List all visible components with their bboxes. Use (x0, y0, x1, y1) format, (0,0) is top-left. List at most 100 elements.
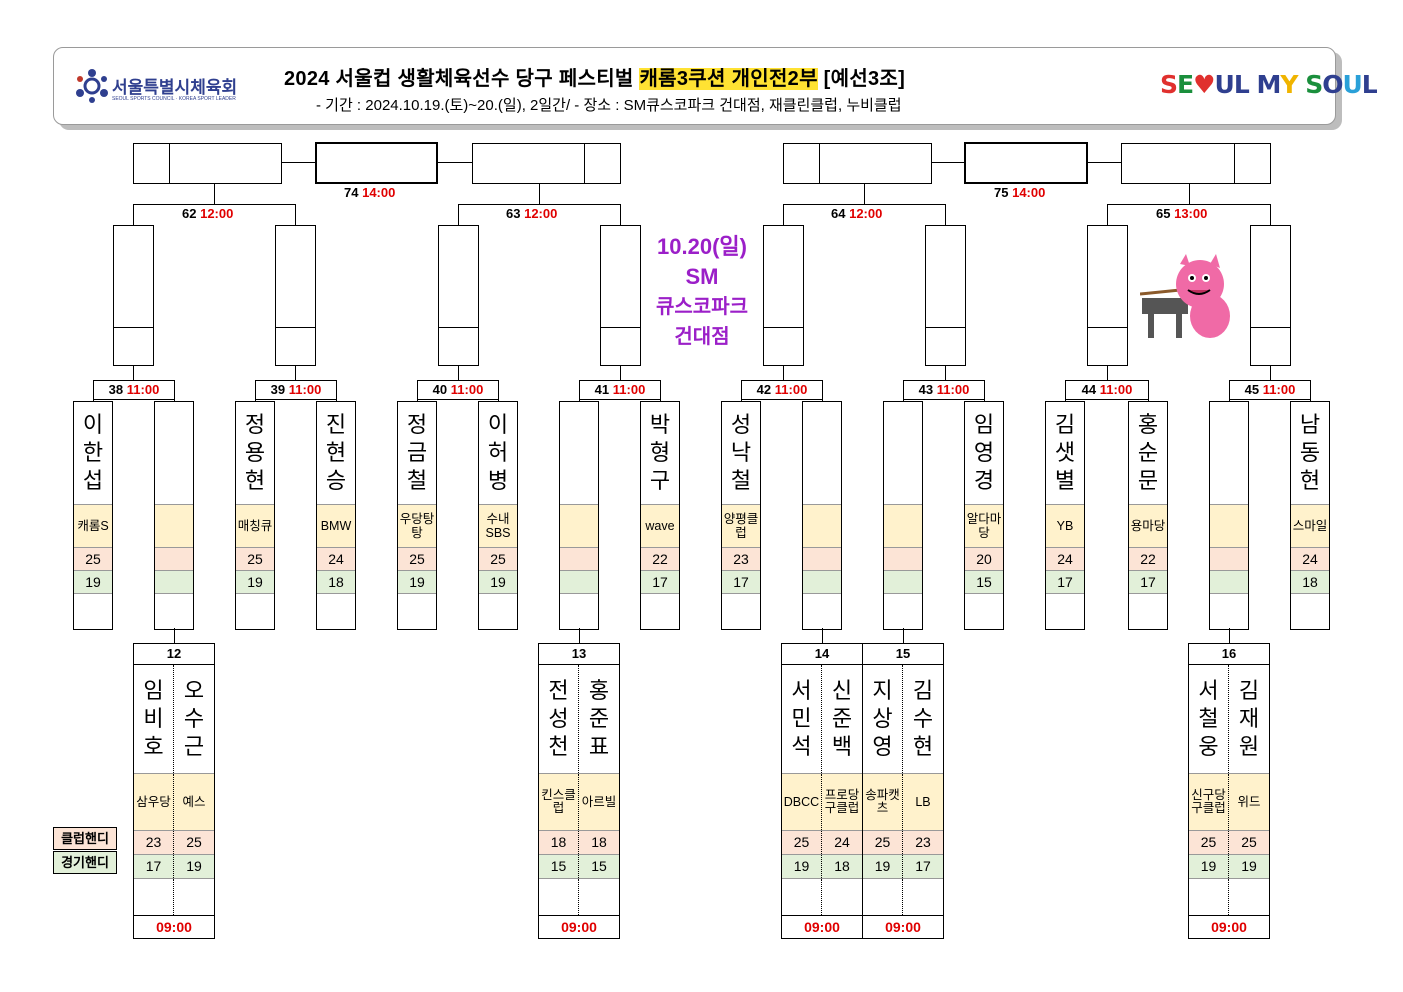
club-name: DBCC (782, 774, 822, 830)
player-name-char: 동 (1299, 440, 1321, 465)
club-handicap (1210, 547, 1248, 570)
result-cell (539, 879, 579, 915)
player-name-char: 신 (831, 678, 853, 703)
result-cell (1046, 593, 1084, 629)
round2-winner-box (113, 225, 154, 366)
game-handicap: 19 (398, 570, 436, 593)
player-name-char: 순 (1137, 440, 1159, 465)
final-player-box (819, 143, 932, 184)
player-name-char: 홍 (1137, 412, 1159, 437)
player-name-char: 근 (183, 734, 205, 759)
round2-winner-box (438, 225, 479, 366)
player-name-char: 철 (1198, 706, 1219, 731)
club-name: 프로당구클럽 (822, 774, 862, 830)
player-name-char: 별 (1054, 468, 1076, 493)
club-handicap: 25 (236, 547, 274, 570)
prelim-match-number: 14 (781, 643, 863, 665)
result-cell (782, 879, 822, 915)
player-name-char: 전 (548, 678, 569, 703)
round2-winner-box (600, 225, 641, 366)
result-cell (579, 879, 619, 915)
player-name-char: 성 (730, 412, 752, 437)
match-75-label: 75 14:00 (994, 185, 1046, 200)
player-name-char: 김 (1054, 412, 1076, 437)
player-name-char: 오 (183, 678, 205, 703)
club-handicap (155, 547, 193, 570)
game-handicap: 19 (174, 855, 214, 878)
result-cell (822, 879, 862, 915)
club-name (560, 504, 598, 547)
game-handicap: 19 (782, 855, 822, 878)
result-cell (174, 879, 214, 915)
club-handicap: 23 (134, 831, 174, 854)
result-cell (155, 593, 193, 629)
match-start-time: 09:00 (134, 915, 214, 938)
result-cell (1291, 593, 1329, 629)
club-name: 킨스클럽 (539, 774, 579, 830)
player-name-char: 용 (244, 440, 266, 465)
player-name-char: 비 (143, 706, 164, 731)
player-name-char: 재 (1238, 706, 1260, 731)
player-name-char: 표 (588, 734, 610, 759)
club-name: 용마당 (1129, 504, 1167, 547)
result-cell (1129, 593, 1167, 629)
player-name-char: 남 (1299, 412, 1321, 437)
player-name-char: 서 (791, 678, 812, 703)
result-cell (641, 593, 679, 629)
player-name-char: 이 (82, 412, 104, 437)
club-handicap: 25 (1229, 831, 1269, 854)
club-name: LB (903, 774, 943, 830)
result-cell (863, 879, 903, 915)
game-handicap: 17 (722, 570, 760, 593)
page-title: 2024 서울컵 생활체육선수 당구 페스티벌 캐롬3쿠션 개인전2부 [예선3… (284, 68, 906, 90)
club-name (155, 504, 193, 547)
club-name: 위드 (1229, 774, 1269, 830)
player-name-char: 이 (487, 412, 509, 437)
player-name-char: 백 (831, 734, 853, 759)
game-handicap: 18 (1291, 570, 1329, 593)
round2-winner-box (275, 225, 316, 366)
result-cell (236, 593, 274, 629)
player-name-char: 구 (649, 468, 671, 493)
final-player-box (472, 143, 585, 184)
player-name (560, 402, 598, 504)
final-side-box (1234, 143, 1271, 184)
player-name-char: 상 (872, 706, 893, 731)
mascot-billiards-icon (1140, 254, 1230, 338)
player-column (883, 401, 923, 630)
club-handicap: 24 (822, 831, 862, 854)
seoul-sports-council-logo: 서울특별시체육회 SEOUL SPORTS COUNCIL · KOREA SP… (74, 67, 264, 107)
player-name-char: 허 (487, 440, 509, 465)
game-handicap: 19 (1189, 855, 1229, 878)
player-name-char: 지 (872, 678, 893, 703)
game-handicap: 17 (641, 570, 679, 593)
club-name: 예스 (174, 774, 214, 830)
match-64-label: 64 12:00 (831, 206, 883, 221)
club-handicap: 25 (782, 831, 822, 854)
venue-line-3: 건대점 (674, 326, 730, 348)
club-handicap: 22 (641, 547, 679, 570)
player-name-char: 한 (82, 440, 104, 465)
club-handicap: 25 (479, 547, 517, 570)
result-cell (803, 593, 841, 629)
player-name-char: 서 (1198, 678, 1219, 703)
prelim-match-number: 15 (862, 643, 944, 665)
club-handicap: 25 (863, 831, 903, 854)
player-column (1209, 401, 1249, 630)
match-62-label: 62 12:00 (182, 206, 234, 221)
player-column (802, 401, 842, 630)
match-number-label: 38 11:00 (93, 380, 175, 400)
